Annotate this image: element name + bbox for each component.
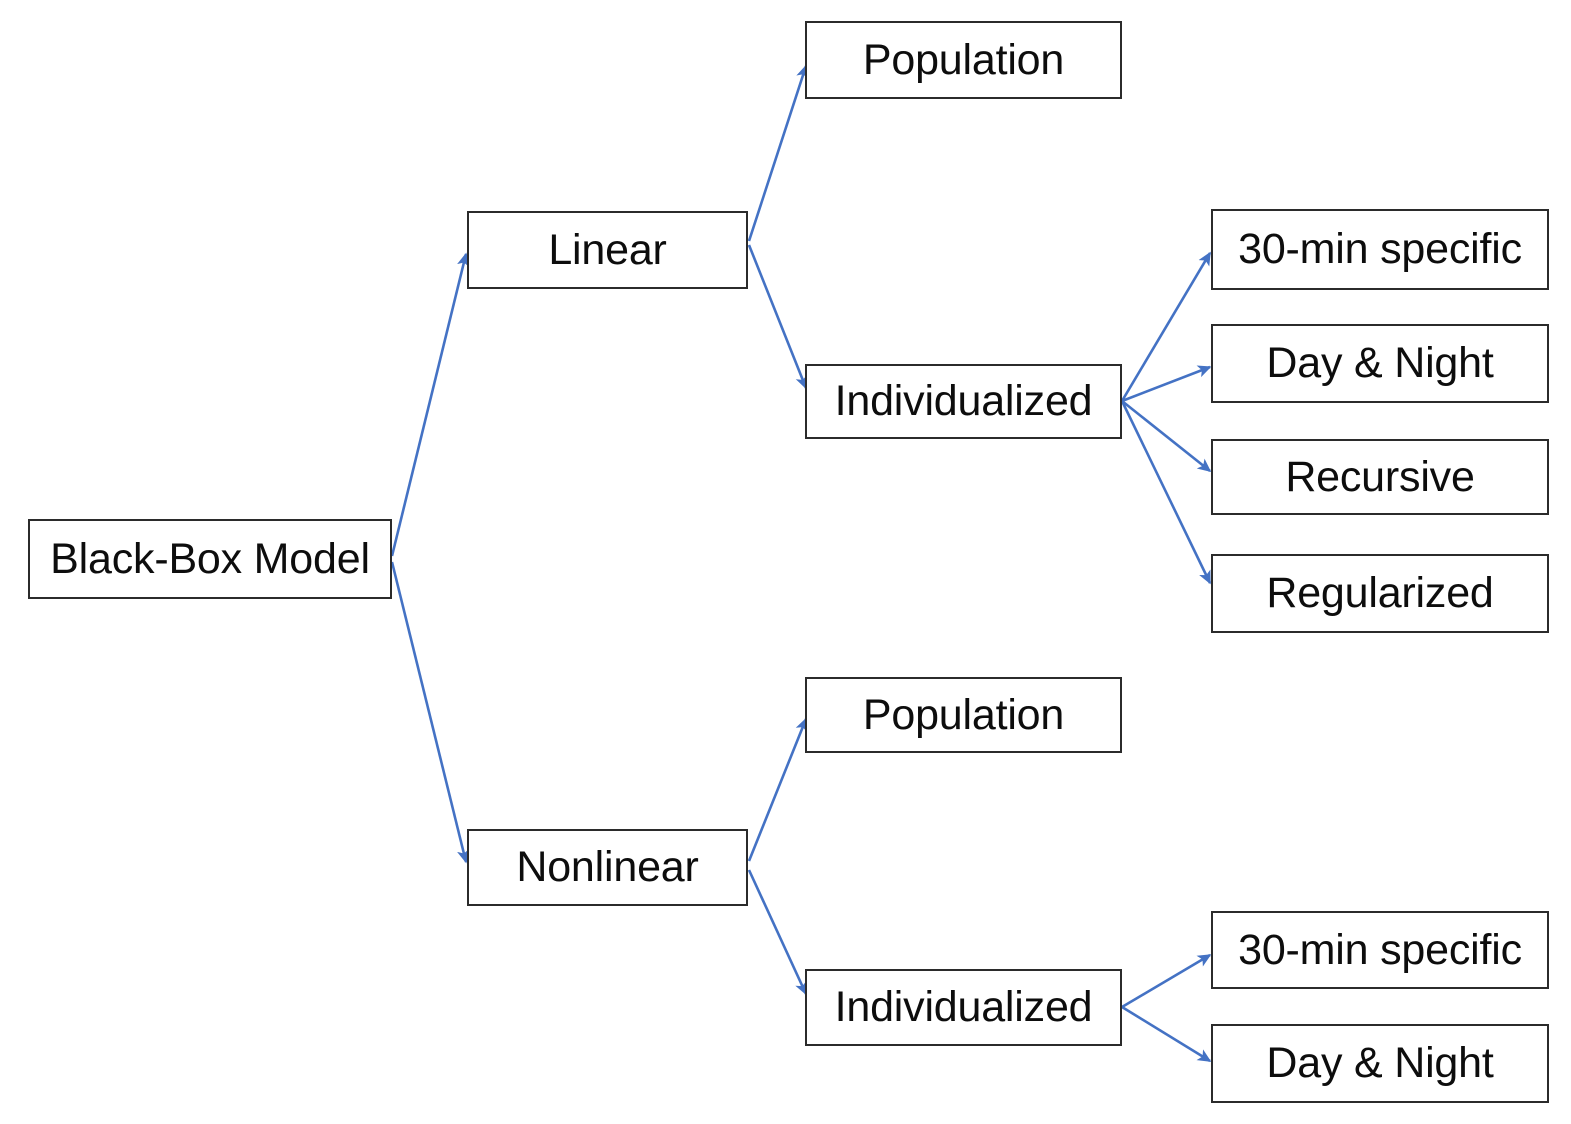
node-lin-daynight[interactable]: Day & Night xyxy=(1211,324,1549,403)
edge-nonlinear-to-non-ind xyxy=(747,869,808,996)
edge-lin-ind-to-lin-regular xyxy=(1120,400,1212,585)
node-linear[interactable]: Linear xyxy=(467,211,748,289)
node-non-daynight[interactable]: Day & Night xyxy=(1211,1024,1549,1103)
edge-linear-to-lin-pop xyxy=(747,64,809,242)
node-lin-recursive[interactable]: Recursive xyxy=(1211,439,1549,515)
node-label-linear: Linear xyxy=(548,225,667,274)
node-lin-ind[interactable]: Individualized xyxy=(805,364,1122,439)
edge-linear-to-lin-ind xyxy=(747,244,808,390)
node-lin-30min[interactable]: 30-min specific xyxy=(1211,209,1549,290)
node-label-lin-30min: 30-min specific xyxy=(1238,225,1522,273)
node-root[interactable]: Black-Box Model xyxy=(28,519,392,599)
edge-nonlinear-to-non-pop xyxy=(747,717,808,862)
edge-lin-ind-to-lin-recursive xyxy=(1121,399,1212,473)
node-label-lin-daynight: Day & Night xyxy=(1266,339,1494,387)
node-label-root: Black-Box Model xyxy=(50,534,370,583)
node-label-non-ind: Individualized xyxy=(834,983,1093,1031)
node-label-lin-pop: Population xyxy=(862,35,1065,84)
edge-root-to-nonlinear xyxy=(390,561,470,864)
node-lin-pop[interactable]: Population xyxy=(805,21,1122,99)
node-label-non-30min: 30-min specific xyxy=(1238,925,1522,974)
node-nonlinear[interactable]: Nonlinear xyxy=(467,829,748,906)
node-label-lin-regular: Regularized xyxy=(1266,569,1494,617)
node-label-non-daynight: Day & Night xyxy=(1266,1039,1494,1087)
edge-lin-ind-to-lin-daynight xyxy=(1121,365,1212,403)
node-label-non-pop: Population xyxy=(862,690,1065,739)
node-label-lin-recursive: Recursive xyxy=(1285,452,1475,501)
edge-non-ind-to-non-daynight xyxy=(1121,1005,1212,1063)
edge-root-to-linear xyxy=(390,252,470,557)
edge-lin-ind-to-lin-30min xyxy=(1120,251,1212,402)
node-lin-regular[interactable]: Regularized xyxy=(1211,554,1549,633)
node-label-lin-ind: Individualized xyxy=(834,377,1093,425)
edge-non-ind-to-non-30min xyxy=(1121,953,1212,1009)
node-non-pop[interactable]: Population xyxy=(805,677,1122,753)
node-non-30min[interactable]: 30-min specific xyxy=(1211,911,1549,989)
node-non-ind[interactable]: Individualized xyxy=(805,969,1122,1046)
node-label-nonlinear: Nonlinear xyxy=(516,843,699,891)
